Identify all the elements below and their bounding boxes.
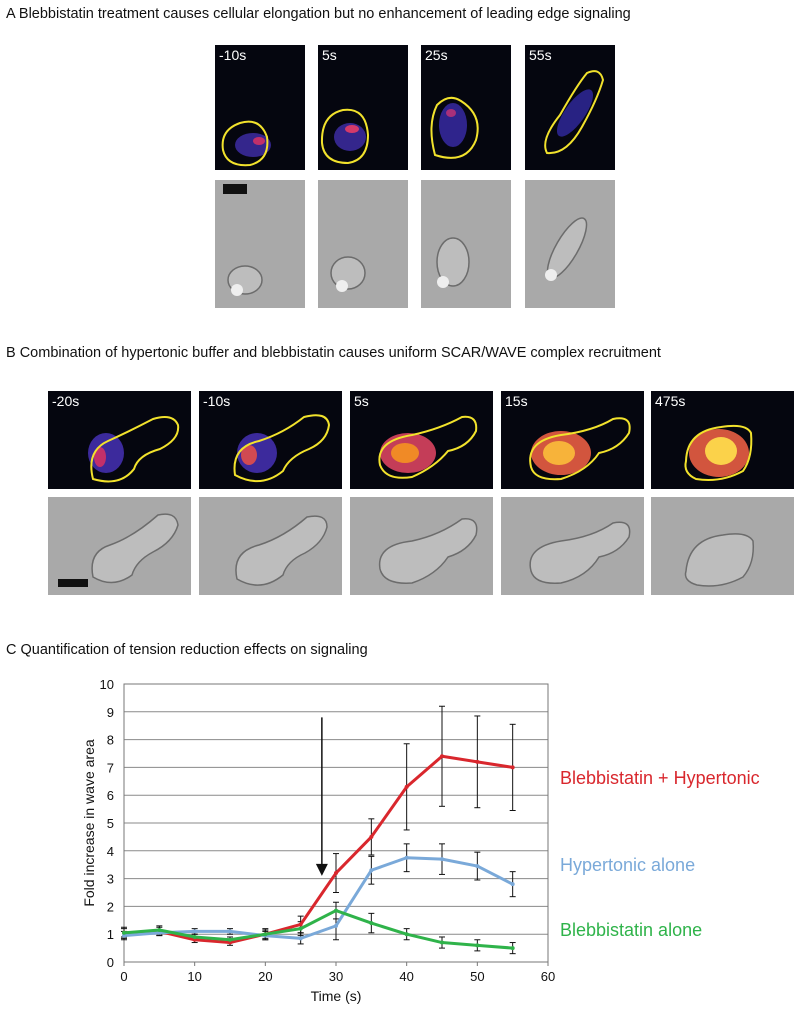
panel-a-dic-frame bbox=[525, 180, 615, 308]
panel-b-fluorescence-frame: 475s bbox=[651, 391, 794, 489]
data-point bbox=[298, 936, 303, 941]
data-point bbox=[510, 946, 515, 951]
data-point bbox=[122, 930, 126, 935]
data-point bbox=[369, 921, 374, 926]
data-point bbox=[440, 940, 444, 945]
timepoint-label: 15s bbox=[505, 393, 528, 409]
y-tick-label: 2 bbox=[107, 899, 114, 914]
data-point bbox=[298, 922, 303, 927]
data-point bbox=[228, 929, 232, 934]
x-tick-label: 60 bbox=[541, 969, 555, 984]
data-point bbox=[369, 868, 374, 873]
x-tick-label: 50 bbox=[470, 969, 484, 984]
y-tick-label: 5 bbox=[107, 816, 114, 831]
y-tick-label: 3 bbox=[107, 872, 114, 887]
panel-a-dic-frame bbox=[421, 180, 511, 308]
y-tick-label: 1 bbox=[107, 927, 114, 942]
timepoint-label: -20s bbox=[52, 393, 80, 409]
y-tick-labels: 0 1 2 3 4 5 6 7 8 9 10 bbox=[100, 677, 114, 970]
series-line-2 bbox=[123, 856, 514, 940]
y-tick-label: 4 bbox=[107, 844, 114, 859]
panel-b-fluorescence-frame: 15s bbox=[501, 391, 644, 489]
data-point bbox=[192, 937, 197, 942]
y-tick-label: 8 bbox=[107, 733, 114, 748]
timepoint-label: 55s bbox=[529, 47, 552, 63]
data-point bbox=[122, 933, 126, 938]
data-point bbox=[510, 765, 515, 770]
panel-a-dic-frame bbox=[215, 180, 305, 308]
wave-area-line-chart: 0 1 2 3 4 5 6 7 8 9 10 0 10 20 30 40 50 60 Fold increase… bbox=[81, 677, 760, 1004]
scale-bar bbox=[223, 184, 247, 194]
timepoint-label: 475s bbox=[655, 393, 686, 409]
panel-b-dic-frame bbox=[350, 497, 493, 595]
data-point bbox=[192, 929, 197, 934]
timepoint-label: 25s bbox=[425, 47, 448, 63]
data-point bbox=[475, 759, 480, 764]
panel-b-dic-frame bbox=[199, 497, 342, 595]
y-tick-label: 10 bbox=[100, 677, 114, 692]
x-tick-label: 20 bbox=[258, 969, 272, 984]
panel-a-heading: A Blebbistatin treatment causes cellular… bbox=[6, 6, 631, 22]
data-point bbox=[157, 930, 162, 935]
panel-a-fluorescence-frame: 5s bbox=[318, 45, 408, 170]
legend-label-series-2: Hypertonic alone bbox=[560, 855, 695, 875]
data-point bbox=[440, 754, 444, 759]
data-point bbox=[440, 857, 444, 862]
scale-bar bbox=[58, 579, 88, 587]
x-axis-label: Time (s) bbox=[311, 988, 362, 1004]
y-tick-label: 9 bbox=[107, 705, 114, 720]
panel-b-fluorescence-frame: 5s bbox=[350, 391, 493, 489]
series-line-1 bbox=[123, 754, 513, 945]
data-point bbox=[404, 932, 409, 937]
y-tick-label: 7 bbox=[107, 760, 114, 775]
data-point bbox=[228, 937, 232, 942]
data-point bbox=[334, 923, 338, 928]
data-point bbox=[475, 864, 480, 869]
data-point bbox=[334, 908, 338, 913]
data-point bbox=[263, 932, 268, 937]
timepoint-label: 5s bbox=[322, 47, 337, 63]
data-point bbox=[404, 784, 409, 789]
timepoint-label: -10s bbox=[203, 393, 231, 409]
panel-b-fluorescence-frame: -20s bbox=[48, 391, 191, 489]
y-tick-label: 6 bbox=[107, 788, 114, 803]
data-point bbox=[369, 834, 374, 839]
data-point bbox=[157, 928, 162, 933]
series-lines bbox=[122, 754, 515, 951]
panel-a-fluorescence-frame: 25s bbox=[421, 45, 511, 170]
panel-b-dic-frame bbox=[48, 497, 191, 595]
data-point bbox=[510, 882, 515, 887]
y-tick-label: 0 bbox=[107, 955, 114, 970]
panel-b-dic-frame bbox=[651, 497, 794, 595]
x-tick-label: 10 bbox=[187, 969, 201, 984]
x-tick-label: 0 bbox=[120, 969, 127, 984]
panel-c-heading: C Quantification of tension reduction ef… bbox=[6, 642, 368, 658]
panel-a-fluorescence-frame: -10s bbox=[215, 45, 305, 170]
panel-b-heading: B Combination of hypertonic buffer and b… bbox=[6, 345, 661, 361]
y-axis-label: Fold increase in wave area bbox=[81, 739, 97, 907]
treatment-arrow bbox=[315, 717, 328, 876]
data-point bbox=[192, 934, 197, 939]
panel-a-fluorescence-frame: 55s bbox=[525, 45, 615, 170]
panel-b-dic-frame bbox=[501, 497, 644, 595]
error-bars bbox=[121, 705, 516, 955]
x-tick-label: 40 bbox=[399, 969, 413, 984]
data-point bbox=[475, 943, 480, 948]
timepoint-label: 5s bbox=[354, 393, 369, 409]
arrow-head bbox=[315, 863, 328, 876]
panel-b-fluorescence-frame: -10s bbox=[199, 391, 342, 489]
x-tick-label: 30 bbox=[329, 969, 343, 984]
data-point bbox=[404, 855, 409, 860]
panel-a-dic-frame bbox=[318, 180, 408, 308]
data-point bbox=[228, 940, 232, 945]
data-point bbox=[298, 926, 303, 931]
data-point bbox=[334, 871, 338, 876]
series-line-3 bbox=[123, 909, 513, 950]
legend-label-series-3: Blebbistatin alone bbox=[560, 920, 702, 940]
x-tick-labels: 0 10 20 30 40 50 60 bbox=[120, 962, 555, 984]
legend-label-series-1: Blebbistatin + Hypertonic bbox=[560, 768, 760, 788]
timepoint-label: -10s bbox=[219, 47, 247, 63]
